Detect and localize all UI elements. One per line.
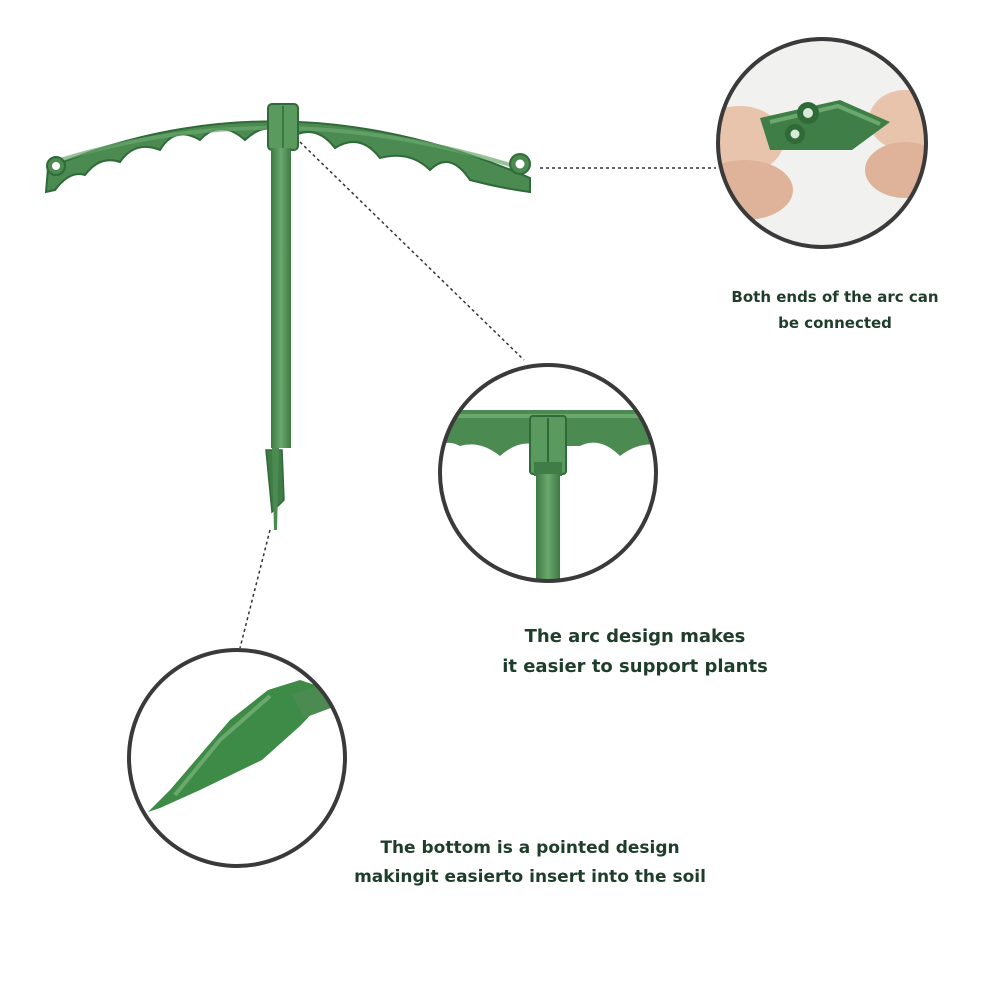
zoom-circle-arc xyxy=(438,363,658,583)
caption-line: Both ends of the arc can xyxy=(731,288,939,306)
caption-line: The arc design makes xyxy=(524,626,746,647)
zoom-circle-bottom xyxy=(127,648,347,868)
caption-line: makingit easierto insert into the soil xyxy=(354,867,706,887)
caption-line: it easier to support plants xyxy=(502,656,768,677)
caption-line: be connected xyxy=(778,314,892,332)
zoom-circle-ends xyxy=(716,37,928,249)
connector-arc xyxy=(299,141,525,361)
caption-arc-ends: Both ends of the arc can be connected xyxy=(700,284,970,336)
stake-pole xyxy=(271,148,291,448)
caption-pointed-bottom: The bottom is a pointed design makingit … xyxy=(320,834,740,892)
caption-line: The bottom is a pointed design xyxy=(380,838,680,858)
callout-connectors xyxy=(239,141,716,649)
plant-support-stake xyxy=(44,103,531,530)
connector-bottom xyxy=(239,529,271,649)
caption-arc-design: The arc design makes it easier to suppor… xyxy=(470,622,800,682)
